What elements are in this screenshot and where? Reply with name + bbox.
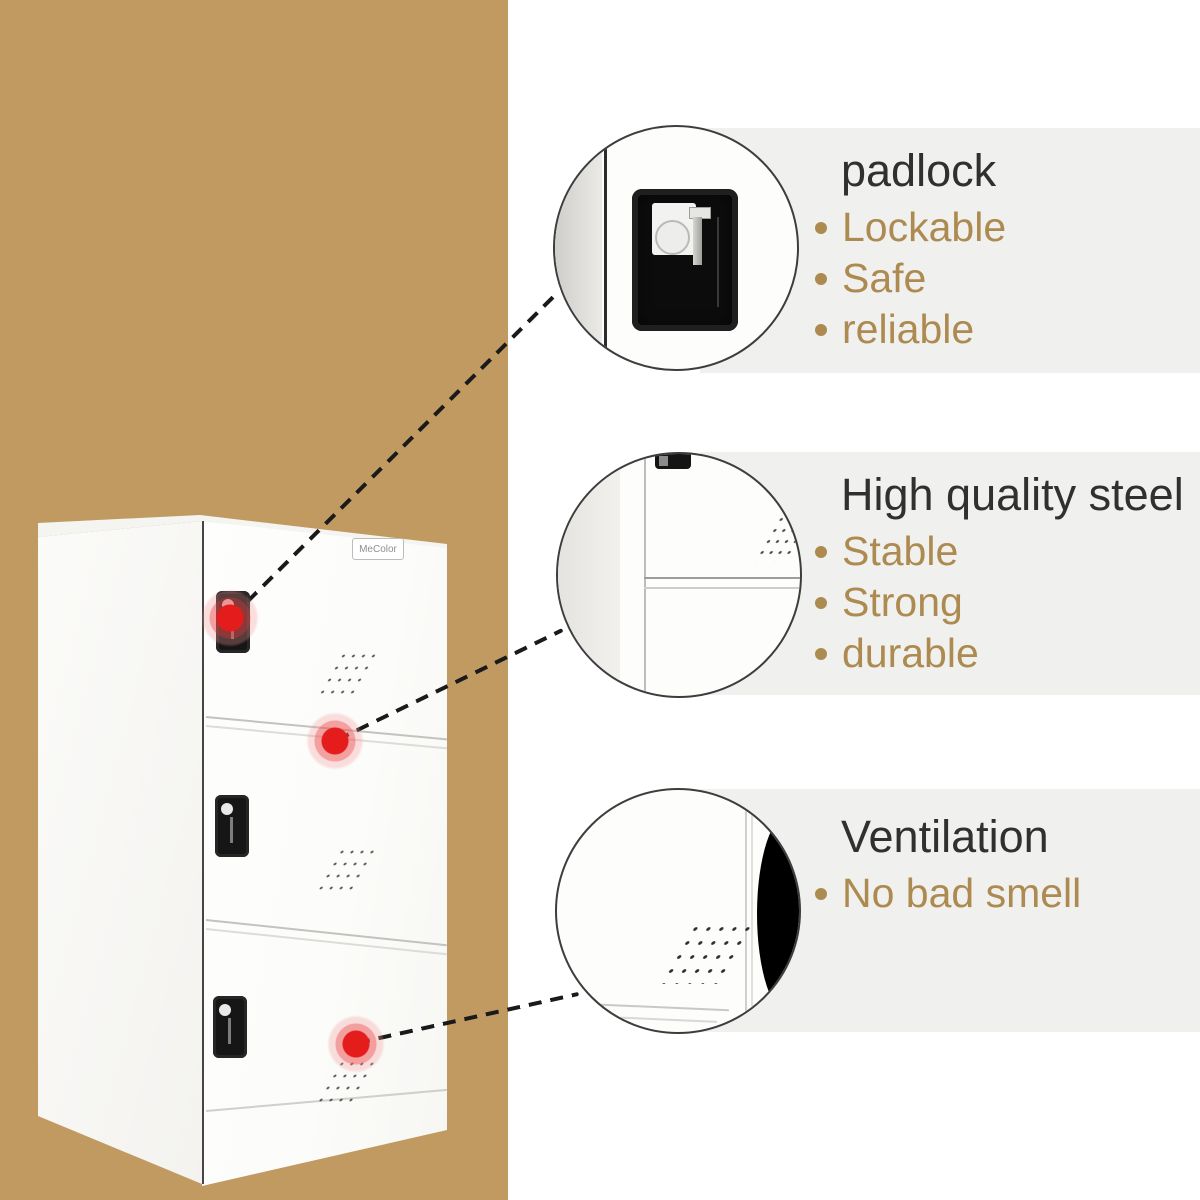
brand-logo: MeColor (352, 538, 404, 560)
panel-horizontal-seam (644, 587, 800, 589)
hotspot-dot-ventilation (327, 1015, 385, 1073)
lock-bar (228, 1018, 231, 1044)
door-edge-line (745, 804, 747, 1024)
feature-block-padlock: padlock Lockable Safe reliable (815, 146, 1006, 355)
open-door-dark-gap (757, 812, 799, 1016)
latch-knob (655, 220, 690, 255)
feature-bullet: durable (815, 628, 1184, 679)
bullet-dot-icon (815, 647, 827, 660)
bullet-text: Stable (842, 528, 959, 574)
lock-shine (219, 1004, 231, 1016)
cabinet-side-panel (38, 521, 202, 1184)
mini-lock-shine (659, 456, 668, 466)
bullet-dot-icon (815, 596, 827, 609)
callout-circle-padlock (553, 125, 799, 371)
feature-bullet: Strong (815, 577, 1184, 628)
door-bottom-line (587, 1015, 717, 1023)
bullet-dot-icon (815, 272, 827, 285)
feature-bullet: Lockable (815, 202, 1006, 253)
feature-bullet: reliable (815, 304, 1006, 355)
door2-lock (215, 795, 249, 857)
feature-bullet: Stable (815, 526, 1184, 577)
feature-bullet: Safe (815, 253, 1006, 304)
door-edge-line (751, 804, 753, 1024)
lock-cavity-line (717, 217, 719, 307)
door3-lock (213, 996, 247, 1058)
bullet-text: reliable (842, 306, 975, 352)
callout-circle-ventilation (555, 788, 801, 1034)
bullet-text: Safe (842, 255, 927, 301)
feature-title: padlock (841, 145, 997, 196)
bullet-dot-icon (815, 323, 827, 336)
door-bottom-line (579, 1002, 729, 1012)
bullet-dot-icon (815, 221, 827, 234)
ventilation-holes-closeup (752, 514, 800, 562)
lock-bar (230, 817, 233, 843)
feature-title: Ventilation (841, 811, 1049, 862)
callout-circle-steel (556, 452, 802, 698)
bullet-dot-icon (815, 545, 827, 558)
mini-lock-closeup (655, 454, 691, 469)
feature-title: High quality steel (841, 469, 1184, 520)
bullet-text: Lockable (842, 204, 1007, 250)
feature-bullet: No bad smell (815, 868, 1081, 919)
panel-vertical-seam (644, 454, 646, 696)
door-edge-closeup (604, 127, 607, 369)
hotspot-dot-steel (306, 712, 364, 770)
side-shade-closeup (558, 454, 620, 696)
bullet-dot-icon (815, 887, 827, 900)
latch-arm (693, 217, 702, 265)
ventilation-holes-closeup (657, 922, 755, 984)
hotspot-dot-padlock (201, 589, 259, 647)
door-hinge-edge (202, 521, 204, 1184)
lock-shine (221, 803, 233, 815)
bullet-text: Strong (842, 579, 963, 625)
feature-block-ventilation: Ventilation No bad smell (815, 812, 1081, 919)
side-panel-closeup (555, 127, 602, 369)
bullet-text: durable (842, 630, 979, 676)
feature-block-steel: High quality steel Stable Strong durable (815, 470, 1184, 679)
bullet-text: No bad smell (842, 870, 1082, 916)
panel-horizontal-seam (644, 577, 800, 579)
brand-logo-text: MeColor (359, 543, 397, 555)
